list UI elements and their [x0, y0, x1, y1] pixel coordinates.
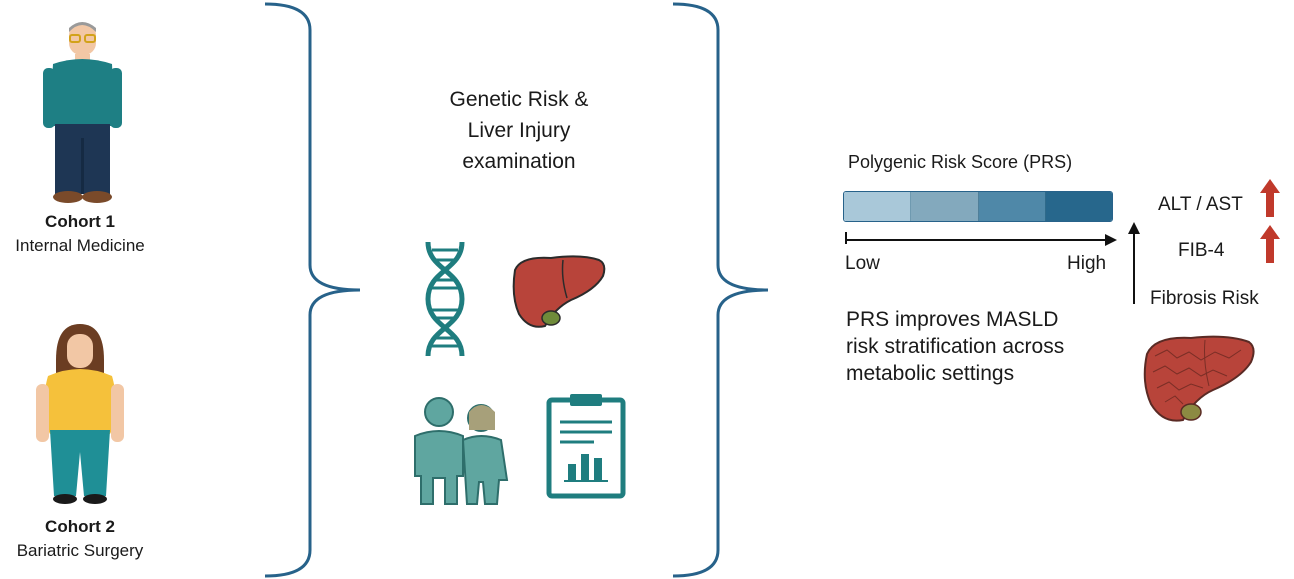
fib4-label: FIB-4	[1178, 240, 1225, 261]
prs-segment-1	[844, 192, 912, 221]
liver-icon	[512, 255, 606, 328]
prs-segment-4	[1045, 192, 1112, 221]
prs-gradient-bar	[843, 191, 1113, 222]
conclusion-text: PRS improves MASLD risk stratification a…	[846, 306, 1064, 387]
conclusion-line-2: risk stratification across	[846, 335, 1065, 358]
clipboard-chart-icon	[546, 394, 626, 499]
examination-title-line-1: Genetic Risk &	[449, 88, 589, 111]
conclusion-line-1: PRS improves MASLD	[846, 308, 1059, 331]
examination-title-line-2: Liver Injury	[467, 119, 571, 142]
prs-segment-3	[978, 192, 1046, 221]
cohort-2-subtitle: Bariatric Surgery	[16, 541, 144, 560]
prs-high-label: High	[1067, 253, 1107, 274]
left-brace	[264, 2, 361, 578]
alt-ast-label: ALT / AST	[1158, 194, 1243, 215]
alt-ast-up-arrow-icon	[1260, 179, 1280, 217]
examination-title: Genetic Risk & Liver Injury examination	[399, 84, 639, 177]
conclusion-line-3: metabolic settings	[846, 362, 1015, 385]
fibrotic-liver-icon	[1143, 335, 1255, 422]
cohort-1-subtitle: Internal Medicine	[15, 236, 145, 255]
woman-icon	[36, 324, 124, 504]
dna-icon	[425, 241, 465, 357]
elderly-man-icon	[43, 22, 122, 203]
fibrosis-up-arrow	[1128, 222, 1140, 304]
prs-title: Polygenic Risk Score (PRS)	[848, 152, 1073, 172]
cohort-2-title: Cohort 2	[45, 517, 115, 536]
cohort-1-title: Cohort 1	[45, 212, 115, 231]
fibrosis-risk-label: Fibrosis Risk	[1150, 288, 1259, 309]
prs-low-label: Low	[845, 253, 880, 274]
prs-axis-arrow	[845, 232, 1117, 246]
examination-title-line-3: examination	[462, 150, 576, 173]
right-brace	[672, 2, 769, 578]
patients-icon	[414, 397, 509, 505]
fib4-up-arrow-icon	[1260, 225, 1280, 263]
prs-segment-2	[911, 192, 979, 221]
